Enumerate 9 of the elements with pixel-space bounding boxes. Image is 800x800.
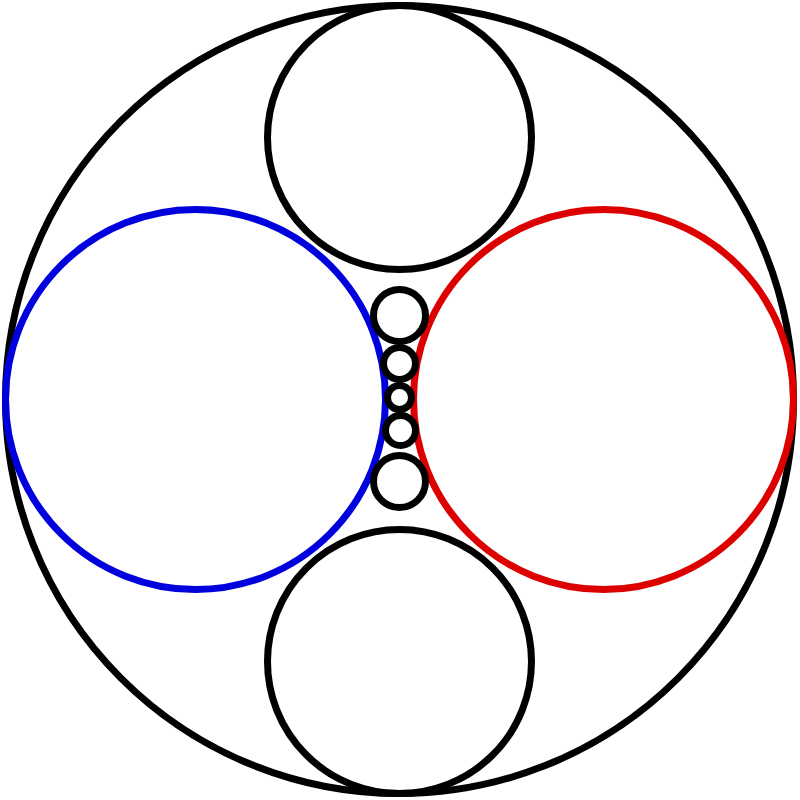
circle: [384, 382, 416, 414]
circle: [370, 452, 430, 512]
circle: [381, 411, 419, 449]
circle: [264, 2, 536, 274]
circle: [370, 286, 430, 346]
circle: [2, 206, 390, 594]
circle: [264, 526, 536, 798]
circle: [380, 344, 420, 384]
circle: [410, 206, 798, 594]
